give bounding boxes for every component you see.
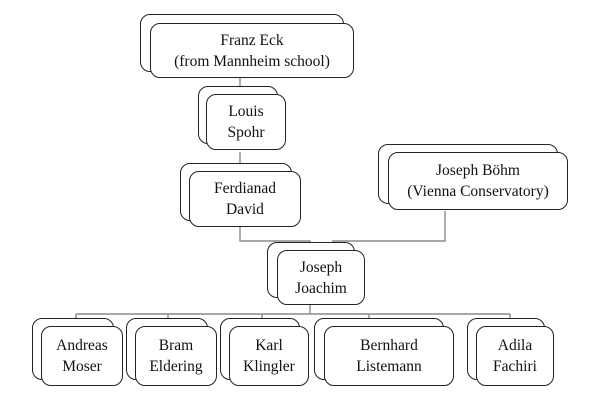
node-label-line: (Vienna Conservatory) [407,183,549,200]
node-karl-klingler: Karl Klingler [220,318,310,388]
node-label-line: Spohr [227,124,265,141]
node-label-line: Adila [497,337,533,354]
node-label-line: Bernhard [360,337,418,354]
node-joseph-joachim: Joseph Joachim [267,242,366,306]
node-label-line: Joseph [299,258,343,276]
node-adila-fachiri: Adila Fachiri [467,318,555,388]
node-label-line: Fachiri [493,358,537,375]
node-label-line: Bram [158,337,194,354]
node-label-line: Karl [255,337,283,354]
node-label-line: Joachim [295,279,347,297]
node-ferdianad-david: Ferdianad David [180,163,302,229]
node-label-line: (from Mannheim school) [174,52,330,70]
node-label-line: Listemann [356,358,422,375]
node-label-line: Eldering [149,358,203,375]
node-louis-spohr: Louis Spohr [198,86,288,152]
node-andreas-moser: Andreas Moser [32,318,124,388]
node-label-line: Joseph Böhm [436,162,520,179]
node-label-line: Franz Eck [220,31,284,49]
node-joseph-bohm: Joseph Böhm (Vienna Conservatory) [378,144,570,212]
node-bram-eldering: Bram Eldering [126,318,218,388]
node-bernhard-listemann: Bernhard Listemann [314,318,456,388]
node-franz-eck: Franz Eck (from Mannheim school) [140,14,356,80]
node-label-line: David [226,201,264,218]
node-label-line: Ferdianad [214,180,276,197]
edge-bohm-joachim [332,211,446,242]
node-label-line: Klingler [243,358,295,375]
node-label-line: Andreas [56,337,108,354]
node-label-line: Moser [62,358,102,375]
node-label-line: Louis [228,103,264,120]
